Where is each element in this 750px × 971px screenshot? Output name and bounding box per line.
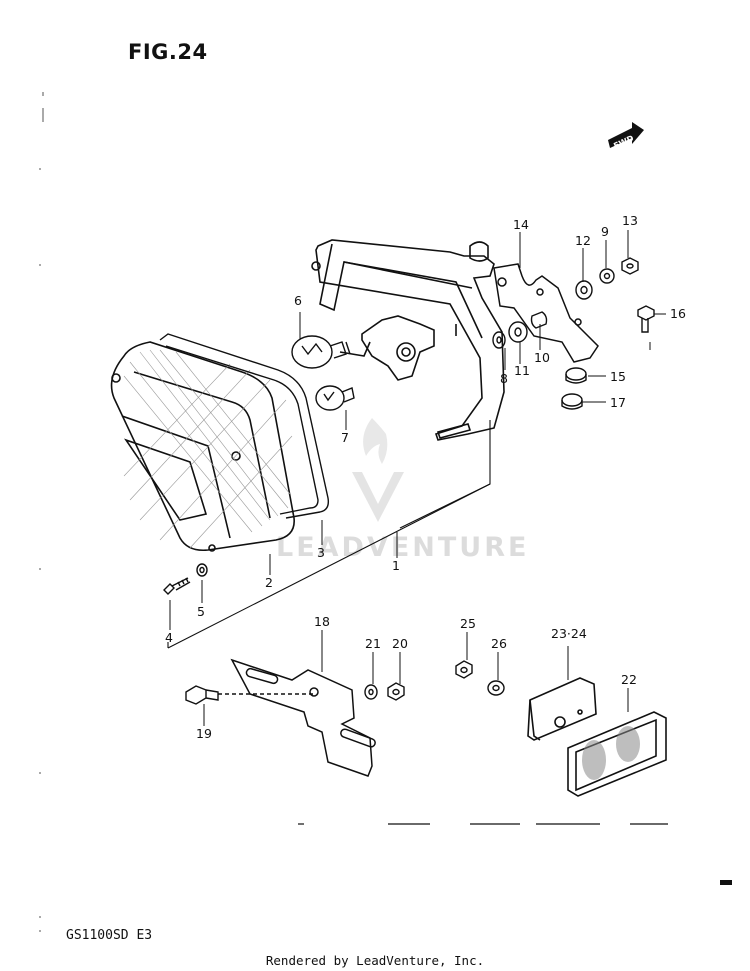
part-18-license-bracket bbox=[230, 658, 376, 777]
callout-19: 19 bbox=[196, 726, 212, 741]
margin-marks bbox=[39, 92, 44, 932]
callout-25: 25 bbox=[460, 616, 476, 631]
callout-4: 4 bbox=[165, 630, 173, 645]
footer-credit: Rendered by LeadVenture, Inc. bbox=[265, 953, 485, 968]
callout-10: 10 bbox=[534, 350, 550, 365]
watermark: LEADVENTURE bbox=[276, 418, 529, 563]
part-13-nut bbox=[621, 257, 639, 275]
part-6-bulb bbox=[291, 335, 351, 369]
callout-12: 12 bbox=[575, 233, 591, 248]
callout-26: 26 bbox=[491, 636, 507, 651]
callout-17: 17 bbox=[610, 395, 626, 410]
part-5-washer bbox=[196, 563, 208, 577]
callout-2: 2 bbox=[265, 575, 273, 590]
fwd-arrow-icon: FWD bbox=[608, 122, 644, 151]
model-code: GS1100SD E3 bbox=[66, 928, 153, 943]
callout-8: 8 bbox=[500, 371, 508, 386]
page-mark bbox=[720, 880, 732, 885]
part-7-bulb bbox=[315, 385, 355, 411]
flame-logo-icon bbox=[363, 418, 388, 464]
callout-18: 18 bbox=[314, 614, 330, 629]
part-16-bolt bbox=[637, 305, 655, 333]
part-10-collar bbox=[530, 311, 548, 329]
v-logo-icon bbox=[352, 472, 404, 522]
part-4-screw bbox=[163, 577, 191, 595]
reflector-texture bbox=[582, 726, 640, 780]
callout-13: 13 bbox=[622, 213, 638, 228]
figure-title: FIG.24 bbox=[128, 40, 208, 64]
part-1-tail-light-housing bbox=[311, 239, 505, 441]
callout-11: 11 bbox=[514, 363, 530, 378]
watermark-text: LEADVENTURE bbox=[276, 532, 529, 563]
callout-14: 14 bbox=[513, 217, 529, 232]
callout-15: 15 bbox=[610, 369, 626, 384]
leader-lines bbox=[169, 230, 666, 726]
part-15-grommet bbox=[565, 367, 587, 384]
part-26-washer bbox=[487, 680, 505, 696]
part-25-nut bbox=[455, 660, 473, 679]
callout-21: 21 bbox=[365, 636, 381, 651]
part-20-nut bbox=[387, 682, 405, 701]
part-23-24-reflector-holder bbox=[527, 677, 597, 741]
part-12-washer bbox=[575, 280, 593, 300]
fwd-label: FWD bbox=[612, 133, 635, 150]
callout-3: 3 bbox=[317, 545, 325, 560]
callout-6: 6 bbox=[294, 293, 302, 308]
callout-labels: 1 2 3 4 5 6 7 8 9 10 11 12 13 14 15 16 1… bbox=[165, 213, 686, 741]
part-3-lens-gasket bbox=[159, 333, 330, 519]
part-8-washer bbox=[492, 331, 506, 349]
part-11-washer bbox=[508, 321, 528, 343]
callout-7: 7 bbox=[341, 430, 349, 445]
callout-23-24: 23·24 bbox=[551, 626, 587, 641]
lens-texture bbox=[123, 349, 293, 549]
callout-9: 9 bbox=[601, 224, 609, 239]
callout-5: 5 bbox=[197, 604, 205, 619]
part-21-washer bbox=[364, 684, 378, 700]
part-17-grommet bbox=[561, 393, 583, 410]
assembly-guide-lines bbox=[167, 420, 491, 649]
part-14-mounting-bracket bbox=[493, 263, 599, 363]
part-9-washer bbox=[599, 268, 615, 284]
part-19-bolt bbox=[185, 685, 314, 705]
callout-22: 22 bbox=[621, 672, 637, 687]
callout-20: 20 bbox=[392, 636, 408, 651]
callout-1: 1 bbox=[392, 558, 400, 573]
callout-16: 16 bbox=[670, 306, 686, 321]
